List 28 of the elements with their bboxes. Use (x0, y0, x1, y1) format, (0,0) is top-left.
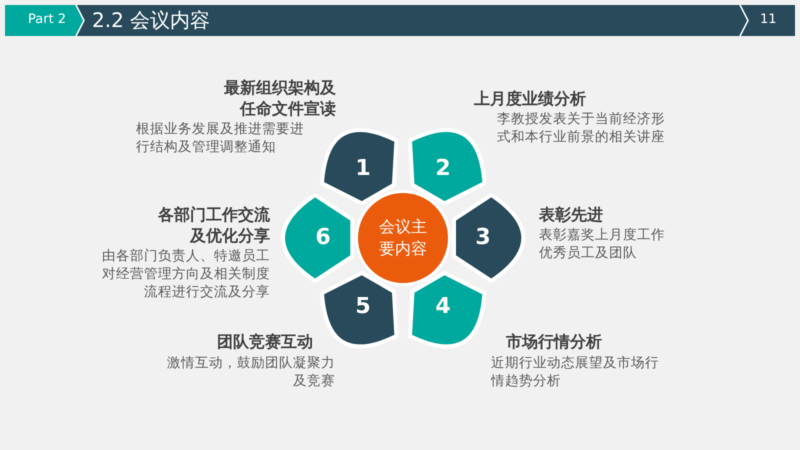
item-heading: 各部门工作交流及优化分享 (156, 204, 270, 246)
item-heading: 表彰先进 (539, 204, 604, 225)
petal-shape (406, 270, 488, 350)
petal-shape (406, 126, 488, 206)
petal-number: 3 (474, 224, 492, 252)
item-heading: 最新组织架构及任命文件宣读 (223, 77, 336, 119)
petal-number: 1 (354, 154, 372, 183)
slide-title: 2.2 会议内容 (92, 7, 210, 34)
item-heading: 上月度业绩分析 (474, 88, 587, 109)
item-description: 李教授发表关于当前经济形式和本行业前景的相关讲座 (497, 110, 666, 146)
item-description: 根据业务发展及推进需要进行结构及管理调整通知 (136, 120, 305, 156)
petal-shape (450, 192, 526, 284)
petal-number: 5 (354, 293, 372, 322)
item-description: 激情互动，鼓励团队凝聚力及竞赛 (166, 354, 335, 390)
item-description: 近期行业动态展望及市场行情趋势分析 (491, 354, 660, 390)
item-description: 表彰嘉奖上月度工作优秀员工及团队 (539, 226, 666, 262)
item-description: 由各部门负责人、特邀员工对经营管理方向及相关制度流程进行交流及分享 (101, 247, 270, 301)
petal-number: 4 (434, 293, 452, 322)
petal-number: 6 (314, 224, 332, 252)
page-number: 11 (760, 11, 777, 29)
petal-shape (318, 270, 400, 350)
petal-number: 2 (434, 154, 452, 183)
part-label: Part 2 (28, 11, 66, 29)
item-heading: 团队竞赛互动 (216, 331, 313, 352)
item-heading: 市场行情分析 (506, 331, 603, 352)
petal-shape (318, 126, 400, 206)
petal-shape (280, 192, 356, 284)
center-label: 会议主要内容 (378, 216, 428, 260)
